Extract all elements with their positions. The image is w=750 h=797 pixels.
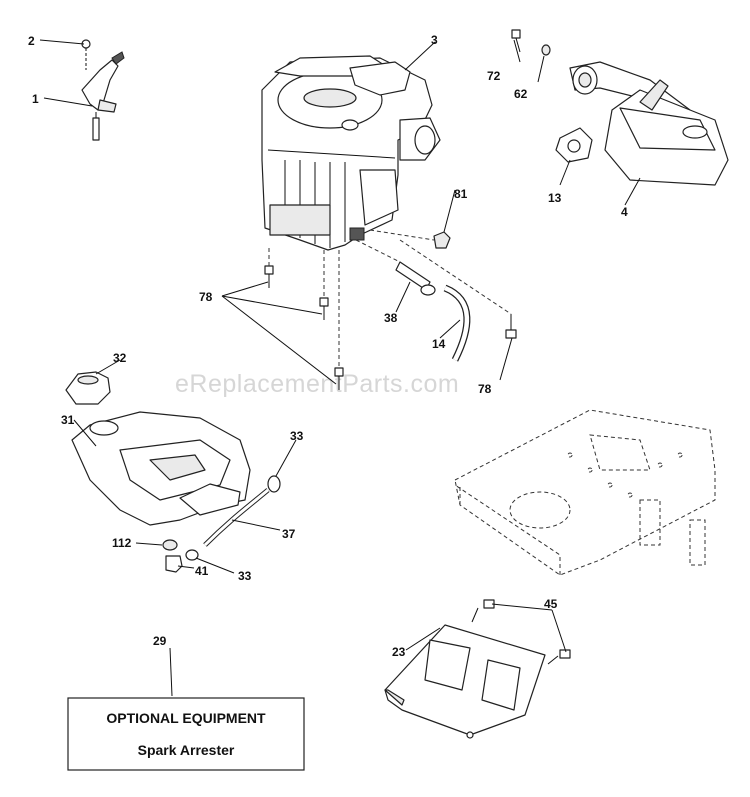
leader-lines xyxy=(39,39,641,697)
bolt-45-lower-part[interactable] xyxy=(547,649,571,665)
optional-equipment-subtitle: Spark Arrester xyxy=(138,742,235,758)
bolt-78-bottom[interactable] xyxy=(334,250,344,390)
callout-72: 72 xyxy=(487,69,501,83)
callout-38: 38 xyxy=(384,311,398,325)
callout-2: 2 xyxy=(28,34,35,48)
callout-14: 14 xyxy=(432,337,446,351)
bolt-78-right[interactable] xyxy=(399,239,517,339)
callout-13: 13 xyxy=(548,191,562,205)
fuel-tank-part[interactable] xyxy=(71,411,251,526)
callout-78-right: 78 xyxy=(478,382,492,396)
fitting-112-part[interactable] xyxy=(162,539,178,551)
optional-equipment-title: OPTIONAL EQUIPMENT xyxy=(106,710,266,726)
elbow-41-part[interactable] xyxy=(165,555,183,573)
callout-33-lower: 33 xyxy=(238,569,252,583)
callout-29: 29 xyxy=(153,634,167,648)
callout-32: 32 xyxy=(113,351,127,365)
clamp-33-lower-part[interactable] xyxy=(185,549,199,561)
heat-shield-part[interactable] xyxy=(384,624,546,739)
frame-part xyxy=(454,409,716,576)
fuel-line-37-part[interactable] xyxy=(203,488,270,547)
bolt-78-left[interactable] xyxy=(264,248,274,288)
callout-3: 3 xyxy=(431,33,438,47)
callout-37: 37 xyxy=(282,527,296,541)
optional-equipment-box: OPTIONAL EQUIPMENT Spark Arrester xyxy=(67,697,305,771)
callout-81: 81 xyxy=(454,187,468,201)
bolt-45-upper-part[interactable] xyxy=(471,599,495,623)
bolt-78-mid[interactable] xyxy=(319,250,329,320)
callout-112: 112 xyxy=(112,536,132,550)
fuel-cap-part[interactable] xyxy=(65,371,111,405)
muffler-part[interactable] xyxy=(604,79,729,186)
gasket-13-part[interactable] xyxy=(555,127,593,163)
washer-62-part[interactable] xyxy=(541,44,551,56)
watermark: eReplacementParts.com xyxy=(175,370,459,398)
callout-62: 62 xyxy=(514,87,528,101)
callout-4: 4 xyxy=(621,205,628,219)
fuel-filter-part[interactable] xyxy=(355,239,436,296)
exhaust-pipe-part[interactable] xyxy=(569,61,701,141)
callout-31: 31 xyxy=(61,413,75,427)
callout-23: 23 xyxy=(392,645,406,659)
engine-part[interactable] xyxy=(261,55,441,251)
callout-labels: 2 1 3 72 62 13 4 81 78 38 14 78 32 31 33… xyxy=(28,33,628,659)
callout-41: 41 xyxy=(195,564,209,578)
throttle-bracket-part[interactable] xyxy=(81,39,125,141)
callout-1: 1 xyxy=(32,92,39,106)
callout-45: 45 xyxy=(544,597,558,611)
fuel-hose-part[interactable] xyxy=(443,284,471,362)
callout-78-left: 78 xyxy=(199,290,213,304)
nut-81-part[interactable] xyxy=(369,229,451,249)
screw-72-part[interactable] xyxy=(511,29,521,53)
callout-33-upper: 33 xyxy=(290,429,304,443)
clamp-33-upper-part[interactable] xyxy=(267,475,281,493)
